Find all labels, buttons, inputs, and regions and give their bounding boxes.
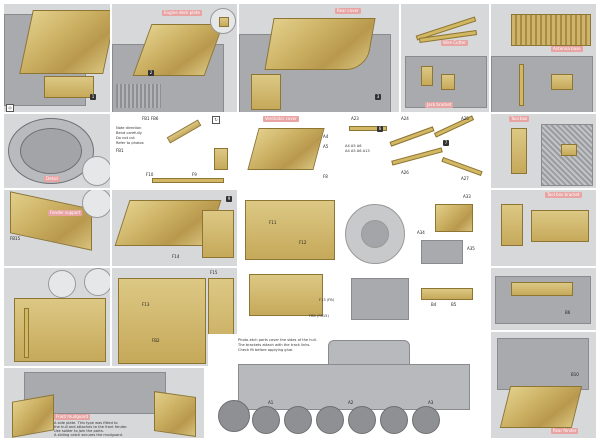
hinge-strip — [166, 119, 202, 144]
panel-hull-front-deck: 1 ◎ — [4, 4, 110, 112]
front-mudguard-note-4: A sliding catch secures the mudguard. — [54, 433, 124, 437]
ref-a26: A26 — [401, 170, 409, 175]
panel-fender-support: Fender support FB15 — [4, 190, 110, 266]
ref-a23: A23 — [351, 116, 359, 121]
ref-a1: A1 — [268, 400, 274, 405]
front-mudguard-title: Front mudguard — [54, 414, 90, 420]
panel-hull-side: F11 F12 — [239, 190, 339, 266]
ref-f13: F13 — [142, 302, 150, 307]
ref-b6: B6 — [565, 310, 571, 315]
ref-a33: A33 — [463, 194, 471, 199]
panel-part-diagram: FB1 FB6 Note direction Bend carefully Do… — [112, 114, 237, 188]
tank-note-3: Check fit before applying glue. — [238, 348, 294, 352]
ref-f8: F8 — [323, 174, 328, 179]
ref-b4: B4 — [431, 302, 437, 307]
ref-fb15: FB15 — [10, 236, 21, 241]
bend-note-1: Note direction — [116, 126, 142, 130]
engine-plate-tag: Engine deck plate — [162, 10, 202, 16]
bend-note-4: Refer to photos — [116, 141, 144, 145]
mudguard-plate — [14, 298, 106, 362]
hinge-detail — [82, 190, 110, 218]
panel-front-mudguard: Front mudguard A side plate. This type w… — [4, 368, 204, 438]
panel-parts-cluster: A23 A24 A25 A4 A5 A6 A4 A5 A6 A13 A26 A2… — [341, 114, 489, 188]
front-mudguard-note-2: the hull and attaches to the front fende… — [54, 425, 128, 429]
rear-cover-plate — [264, 18, 376, 70]
panel-tool-rack: Tool box bracket — [491, 190, 596, 266]
ref-a34: A34 — [417, 230, 425, 235]
tank-hull — [238, 364, 470, 410]
rear-fender-plate — [499, 386, 583, 428]
tank-note-2: The brackets attach with the track links… — [238, 343, 311, 347]
ventilator-tag: Ventilator cover — [263, 116, 299, 122]
ref-f9: F9 — [192, 172, 197, 177]
bend-note-3: Do not cut — [116, 136, 135, 140]
rear-cover-tag: Rear cover — [335, 8, 361, 14]
panel-box-parts: B4 B5 — [341, 268, 489, 332]
tool-box-tag: Tool box — [509, 116, 530, 122]
ref-fb1: FB1 — [116, 148, 124, 153]
ref-a35: A35 — [467, 246, 475, 251]
detail-magnify — [210, 8, 236, 34]
ref-a27: A27 — [461, 176, 469, 181]
ref-f11: F11 — [269, 220, 277, 225]
panel-rack-detail: B6 — [491, 268, 596, 330]
f13-note: F13 (FB) — [319, 298, 335, 302]
bend-icon: ↻ — [212, 116, 220, 124]
panel-antenna: Antenna base — [491, 4, 596, 112]
panel-engine-deck: Engine deck plate 2 — [112, 4, 237, 112]
ref-f15: F15 — [210, 270, 218, 275]
ref-b5: B5 — [451, 302, 457, 307]
fb5-note: FB5 (FB15) — [309, 314, 329, 318]
ref-b10: B10 — [571, 372, 579, 377]
panel-wire-cutter: Wire Cutter Jack bracket — [401, 4, 489, 112]
tool-rack-tag: Tool box bracket — [545, 192, 582, 198]
a-note-2: A4 A5 A6 A13 — [345, 149, 370, 153]
ventilator-cover — [247, 128, 325, 170]
a-note-1: A4 A5 A6 — [345, 144, 362, 148]
panel-hatch — [341, 190, 411, 266]
panel-tank-body: Photo-etch parts cover the sides of the … — [208, 334, 490, 438]
rear-fender-tag: Rear fender — [551, 428, 579, 434]
tank-turret — [328, 340, 410, 368]
panel-rear-cover: Rear cover 3 — [239, 4, 399, 112]
ref-f12: F12 — [299, 240, 307, 245]
ref-a4: A4 — [323, 134, 329, 139]
glue-icon: ◎ — [6, 104, 14, 112]
panel-fender-mount: F13 (FB) FB5 (FB15) — [239, 268, 339, 332]
panel-cupola: Detail — [4, 114, 110, 188]
ref-a24: A24 — [401, 116, 409, 121]
front-mudguard-note-1: A side plate. This type was fitted to — [54, 421, 118, 425]
ref-f14: F14 — [172, 254, 180, 259]
panel-storage: A33 A34 A35 — [413, 190, 489, 266]
panel-tool-box: Tool box — [491, 114, 596, 188]
ref-a5: A5 — [323, 144, 329, 149]
front-deck-plate — [19, 10, 110, 74]
antenna-base-tag: Antenna base — [551, 46, 583, 52]
panel-ventilator: Ventilator cover A4 A5 F8 — [239, 114, 339, 188]
bend-note-2: Bend carefully — [116, 131, 142, 135]
jack-bracket-tag: Jack bracket — [425, 102, 454, 108]
ref-f10: F10 — [146, 172, 154, 177]
panel-fender-open: F14 9 — [112, 190, 237, 266]
front-mudguard-note-3: Use solder to join the parts. — [54, 429, 104, 433]
panel-mudguard-left — [4, 268, 110, 366]
panel-rear-fender: B10 Rear fender — [491, 332, 596, 438]
cupola-detail — [82, 156, 110, 186]
fender-support-plate — [10, 191, 92, 251]
ref-a25: A25 — [461, 116, 469, 121]
ref-fb2: FB2 — [152, 338, 160, 343]
ref-a3: A3 — [428, 400, 434, 405]
tank-note-1: Photo-etch parts cover the sides of the … — [238, 338, 317, 342]
fender-tag: Fender support — [48, 210, 83, 216]
ref-fb1-fb6: FB1 FB6 — [142, 116, 159, 121]
ref-a2: A2 — [348, 400, 354, 405]
wire-cutter-tag: Wire Cutter — [441, 40, 468, 46]
